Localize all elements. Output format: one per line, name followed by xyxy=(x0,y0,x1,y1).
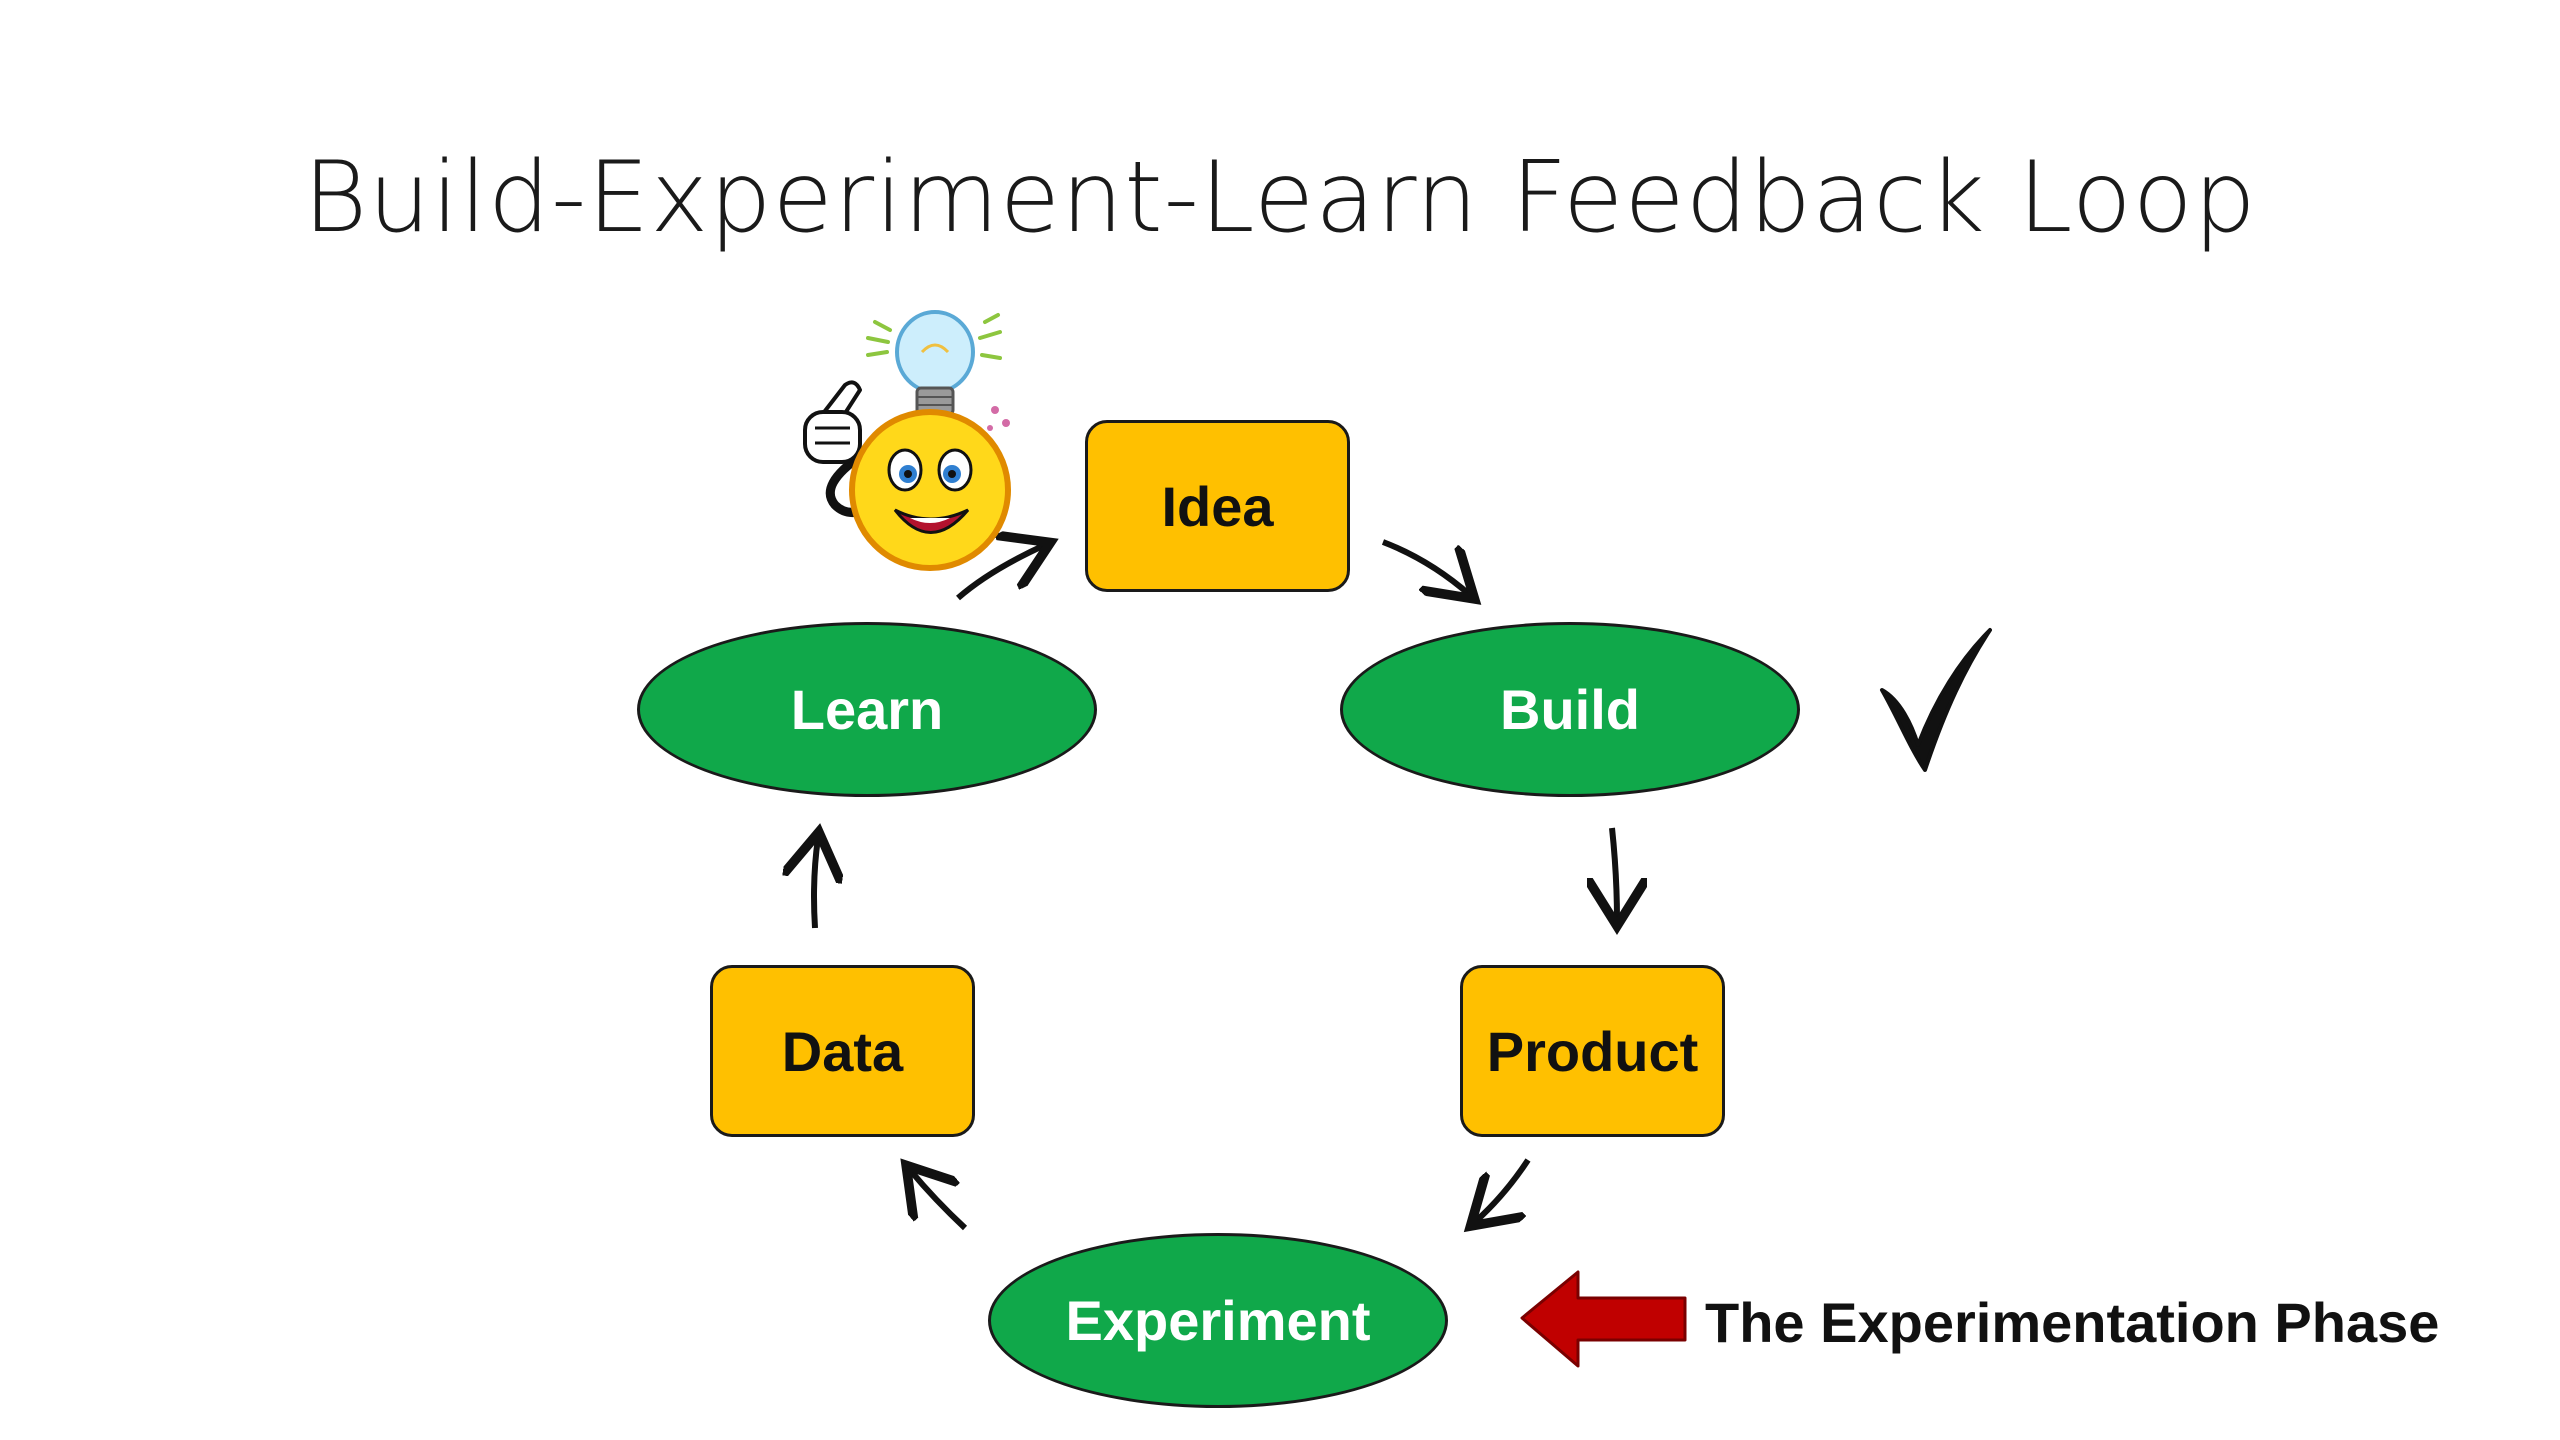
checkmark-icon xyxy=(1880,628,1992,772)
red-left-arrow-icon xyxy=(1520,1270,1687,1368)
experiment-node: Experiment xyxy=(988,1233,1448,1408)
experimentation-phase-label: The Experimentation Phase xyxy=(1705,1291,2440,1354)
build-node: Build xyxy=(1340,622,1800,797)
arrow-idea-to-build xyxy=(1381,539,1470,595)
arrow-product-to-experiment xyxy=(1475,1158,1531,1222)
idea-node: Idea xyxy=(1085,420,1350,592)
data-node: Data xyxy=(710,965,975,1137)
arrow-experiment-to-data xyxy=(910,1170,968,1231)
product-node: Product xyxy=(1460,965,1725,1137)
arrow-data-to-learn xyxy=(814,838,818,929)
arrow-build-to-product xyxy=(1612,827,1617,920)
arrow-learn-to-idea xyxy=(956,545,1045,601)
learn-node: Learn xyxy=(637,622,1097,797)
lightbulb-smiley-icon xyxy=(803,310,1011,571)
slide-title: Build-Experiment-Learn Feedback Loop xyxy=(303,141,2257,255)
